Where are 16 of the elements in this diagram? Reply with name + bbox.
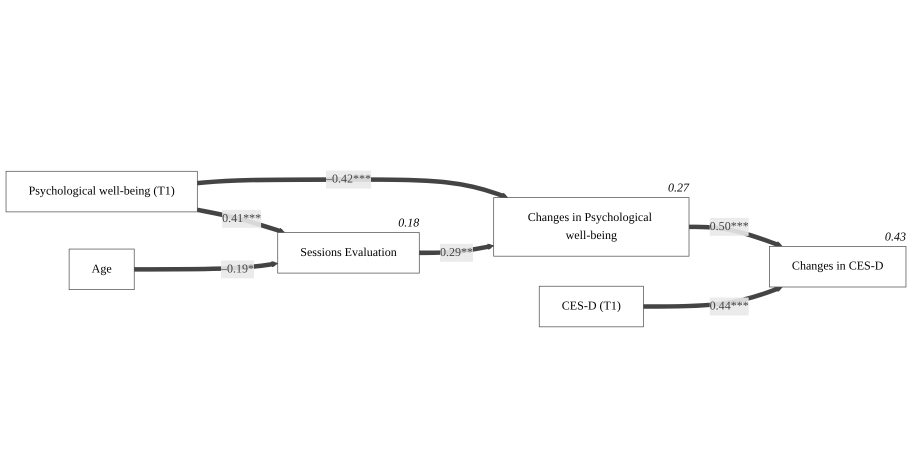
edge-label: –0.19*	[221, 262, 254, 275]
node-box: Changes in CES-D	[769, 246, 906, 287]
node-box: CES-D (T1)	[538, 285, 644, 327]
edge-label: 0.44***	[710, 299, 749, 312]
edge-label: –0.42***	[326, 172, 372, 186]
node-box: Psychological well-being (T1)	[6, 170, 198, 212]
node-box: Sessions Evaluation	[277, 232, 420, 274]
node-box: Age	[68, 248, 135, 290]
edge-label: 0.41***	[222, 212, 262, 224]
variance-value: 0.43	[884, 229, 906, 243]
variance-value: 0.18	[398, 215, 420, 230]
arrow	[196, 207, 286, 234]
edge-label: 0.50***	[710, 220, 749, 232]
variance-value: 0.27	[668, 180, 689, 194]
edge-label: 0.29**	[440, 246, 474, 258]
node-box: Changes in Psychological well-being	[493, 196, 690, 256]
